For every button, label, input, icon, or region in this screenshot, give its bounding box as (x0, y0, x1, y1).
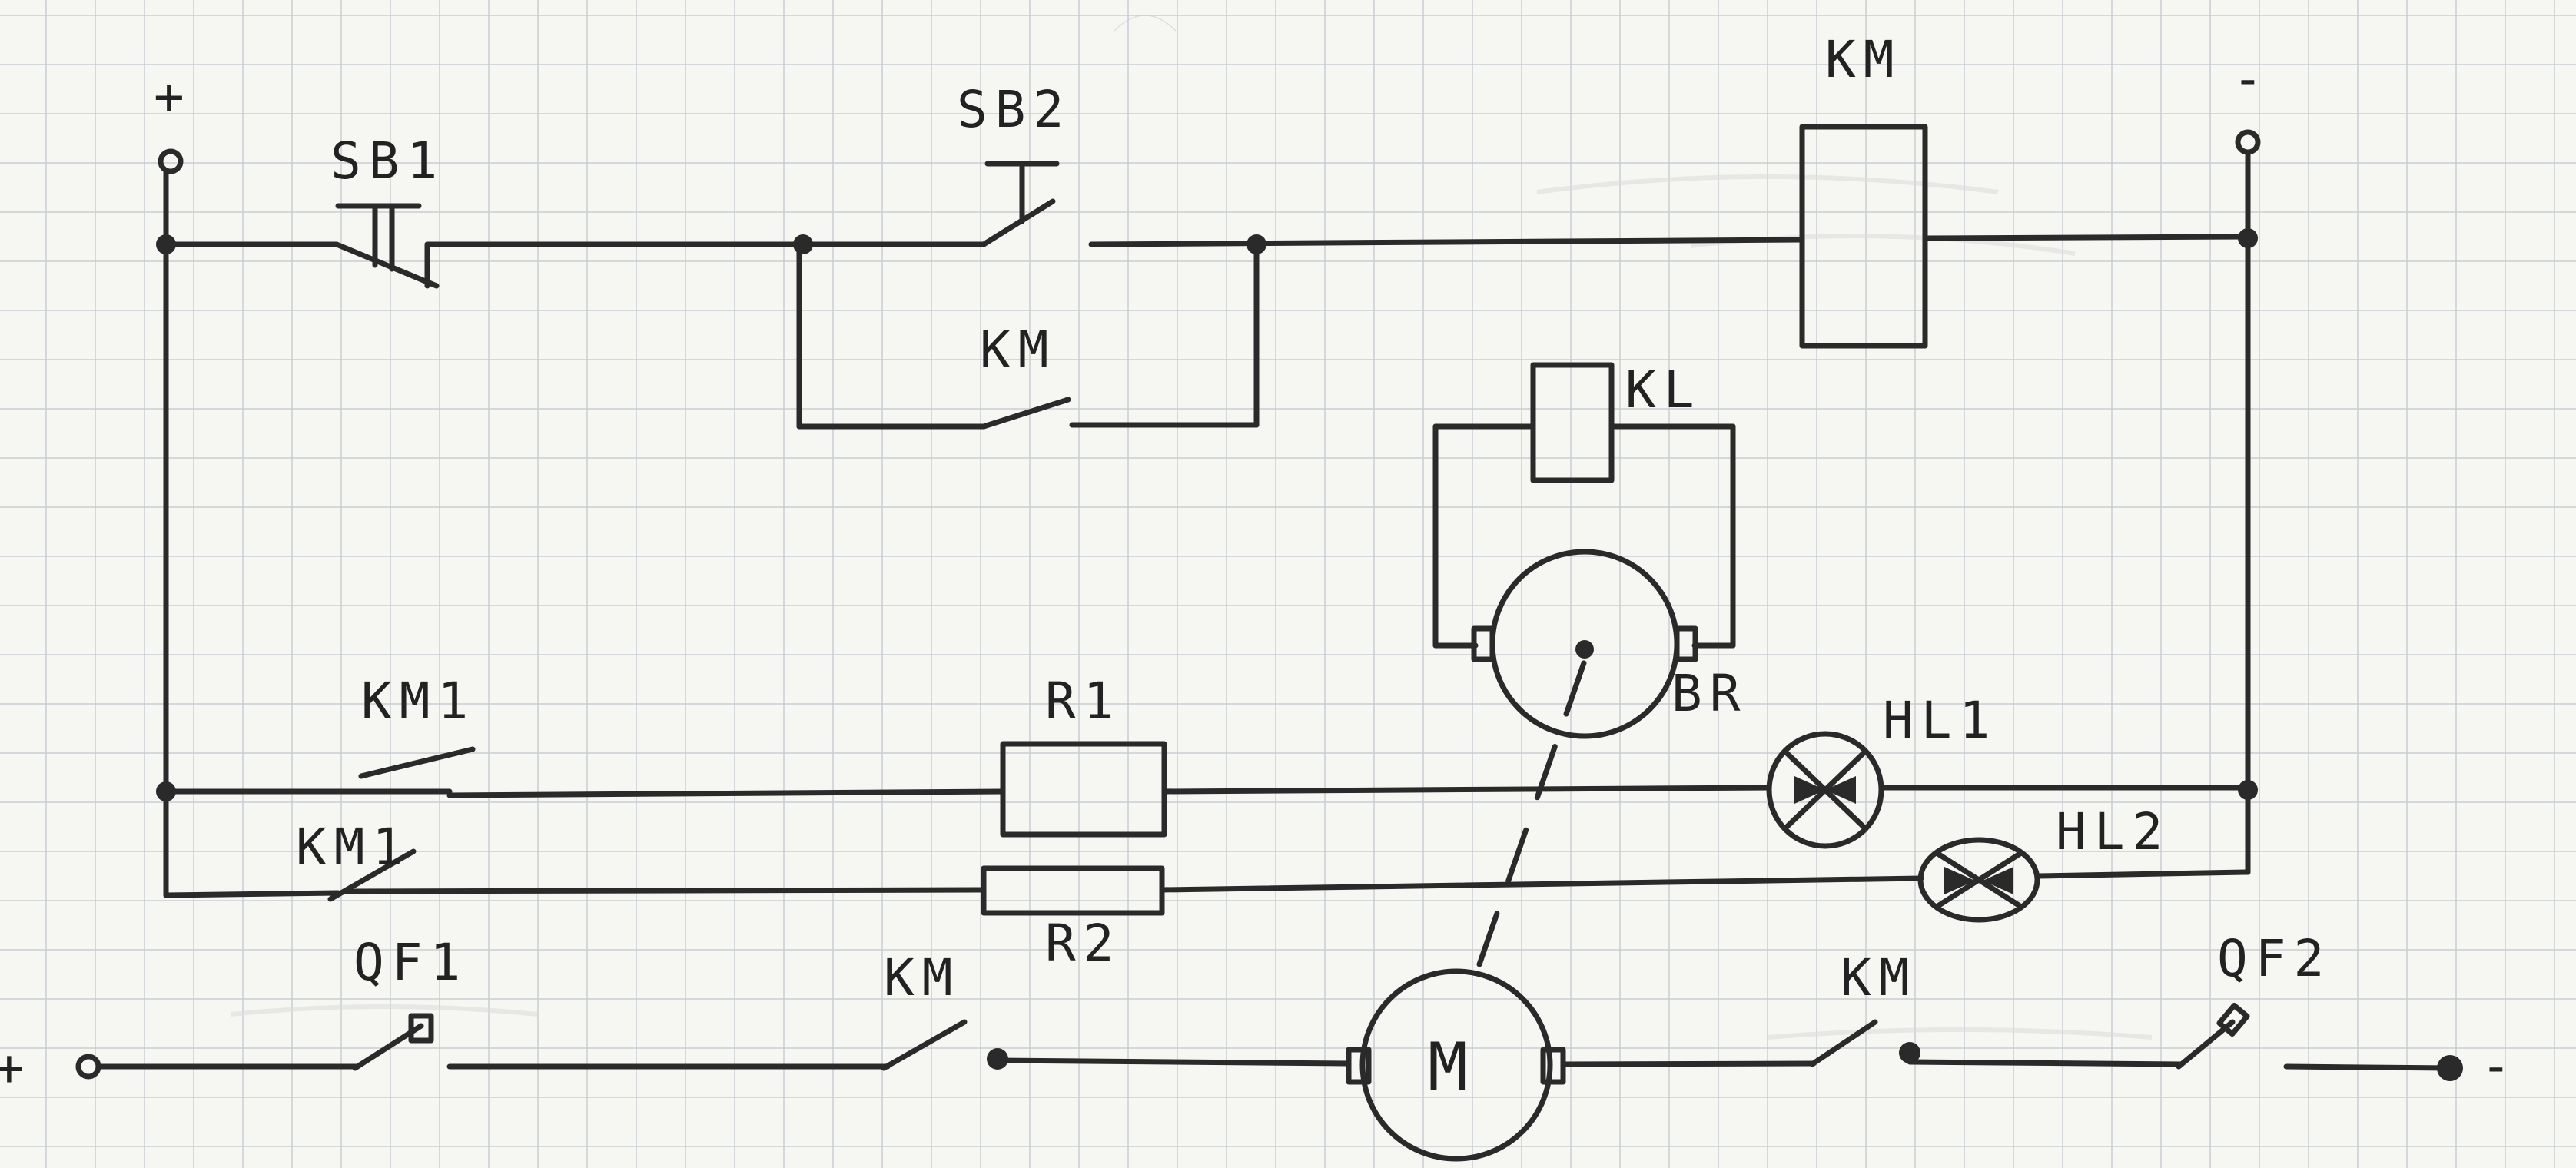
label-hl1: HL1 (1883, 691, 1997, 750)
power-minus-terminal (2437, 1055, 2463, 1081)
label-motor: M (1428, 1029, 1468, 1106)
junction-dots (156, 228, 2258, 801)
label-km-power-right: KM (1841, 948, 1917, 1007)
label-plus: + (154, 67, 192, 126)
km1-upper-contact (358, 746, 476, 779)
label-r1: R1 (1045, 672, 1121, 731)
component-labels: + - SB1 SB2 KM KM KL BR KM1 KM1 R1 R2 HL… (0, 30, 2519, 1106)
label-power-minus: - (2481, 1037, 2519, 1096)
mechanical-coupling (1476, 658, 1588, 967)
label-kl: KL (1625, 360, 1701, 420)
sb2-button-contact (802, 161, 1060, 247)
label-sb2: SB2 (957, 80, 1071, 139)
hl1-lamp (1766, 731, 1884, 849)
r2-resistor (981, 865, 1165, 916)
qf1-breaker (352, 1013, 434, 1071)
label-km-power-left: KM (884, 948, 960, 1007)
km-holding-contact (796, 241, 1260, 430)
bleed-through-marks (230, 15, 2153, 1040)
qf2-breaker (2176, 1002, 2250, 1070)
km-power-contact-right (1809, 1019, 1878, 1067)
motor-m (1346, 968, 1566, 1162)
br-speed-sensor (1471, 549, 1698, 739)
label-km-coil: KM (1825, 30, 1901, 89)
sb1-button-contact (334, 203, 440, 289)
label-r2: R2 (1045, 914, 1121, 973)
label-hl2: HL2 (2056, 802, 2170, 861)
r1-resistor (1000, 741, 1167, 838)
kl-relay-coil (1530, 362, 1615, 483)
label-km1-upper: KM1 (361, 672, 476, 731)
label-qf2: QF2 (2217, 929, 2332, 988)
label-qf1: QF1 (354, 933, 468, 992)
hl2-lamp (1917, 837, 2040, 923)
km-power-contact-left (881, 1019, 968, 1071)
label-km-hold: KM (980, 320, 1056, 380)
label-km1-lower: KM1 (296, 818, 410, 877)
label-minus: - (2232, 49, 2271, 108)
plus-terminal (158, 148, 184, 174)
label-br: BR (1671, 664, 1748, 723)
power-circuit (75, 658, 2463, 1162)
label-sb1: SB1 (330, 131, 445, 191)
minus-terminal (2235, 129, 2261, 155)
label-power-plus: + (0, 1038, 32, 1097)
kl-relay-loop (1432, 362, 1736, 649)
control-circuit (156, 124, 2261, 923)
